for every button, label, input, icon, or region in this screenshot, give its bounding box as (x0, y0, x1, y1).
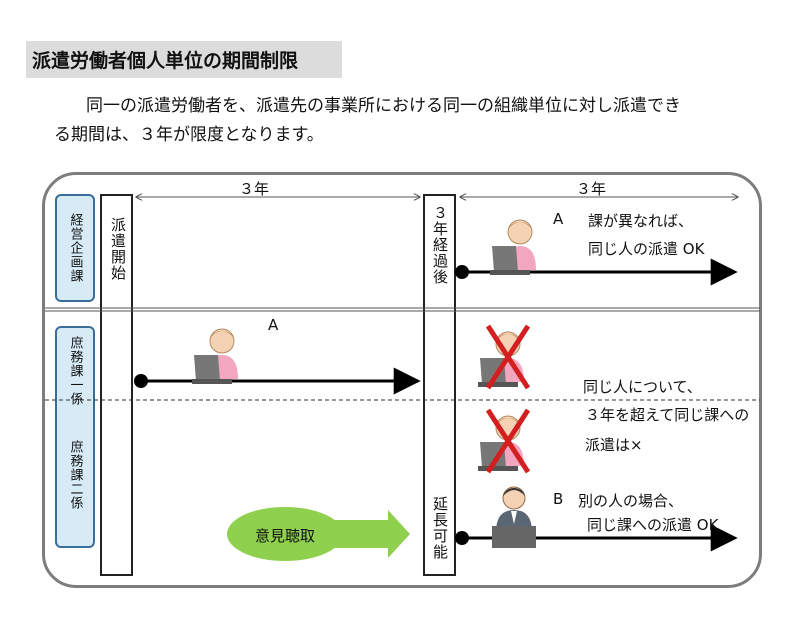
opinion-arrow (227, 507, 410, 561)
case-a-line1: 課が異なれば、 (588, 212, 694, 230)
span-label-before: ３年 (239, 180, 270, 198)
heading-text: 派遣労働者個人単位の期間制限 (32, 50, 299, 72)
worker-a-icon (192, 328, 238, 384)
case-b-line1: 別の人の場合、 (578, 492, 684, 510)
span-label-after: ３年 (576, 180, 607, 198)
same-person-line2: ３年を超えて同じ課への (585, 406, 750, 424)
intro-line-2: る期間は、３年が限度となります。 (54, 125, 324, 145)
crossed-worker-icon-1 (478, 324, 531, 390)
worker-a-label: A (268, 316, 279, 334)
start-label: 派遣開始 (109, 217, 127, 281)
section-heading: 派遣労働者個人単位の期間制限 (26, 41, 342, 78)
case-a-line2: 同じ人の派遣 OK (588, 240, 705, 258)
same-person-line3: 派遣は× (585, 436, 643, 454)
crossed-worker-icon-2 (478, 408, 531, 474)
same-person-line1: 同じ人について、 (583, 378, 702, 396)
extension-label: 延長可能 (431, 496, 449, 560)
after-column (423, 194, 456, 576)
case-b-line2: 同じ課への派遣 OK (587, 516, 719, 534)
dept-label-general-2: 庶務課二係 (67, 440, 83, 510)
case-a-marker: A (553, 210, 564, 228)
start-column (100, 194, 133, 576)
opinion-label: 意見聴取 (255, 527, 316, 545)
diagram-frame (42, 172, 762, 588)
intro-line-1: 同一の派遣労働者を、派遣先の事業所における同一の組織単位に対し派遣でき (86, 96, 681, 116)
dept-box-general: 庶務課一係 庶務課二係 (55, 326, 95, 548)
case-b-worker-icon (492, 486, 536, 548)
case-a-worker-icon (490, 219, 536, 275)
dept-box-planning: 経営企画課 (55, 194, 95, 302)
dept-label-planning: 経営企画課 (67, 213, 83, 283)
dept-label-general-1: 庶務課一係 (67, 336, 83, 406)
intro-paragraph: 同一の派遣労働者を、派遣先の事業所における同一の組織単位に対し派遣でき る期間は… (54, 92, 774, 150)
after-label: ３年経過後 (431, 205, 449, 285)
case-b-marker: B (553, 490, 564, 508)
